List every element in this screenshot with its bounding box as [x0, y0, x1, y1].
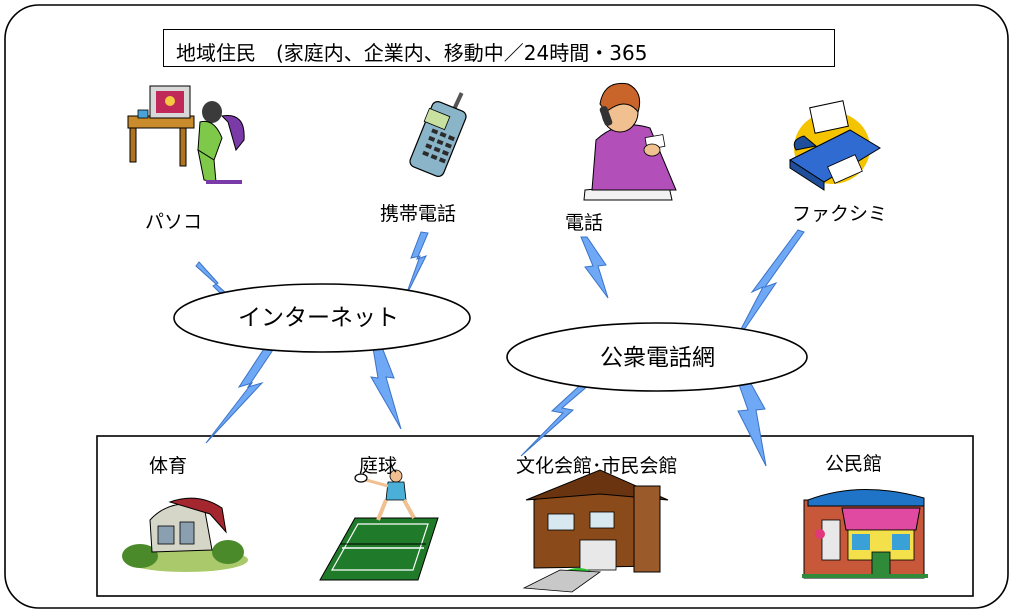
community-center-label: 公民館 — [825, 453, 883, 475]
residents-header-text: 地域住民 (家庭内、企業内、移動中／24時間・365 — [176, 41, 648, 65]
residents-header-box: 地域住民 (家庭内、企業内、移動中／24時間・365 — [163, 29, 835, 67]
connection-bolts — [195, 229, 805, 467]
culture-hall-icon — [522, 469, 669, 593]
computer-user-icon — [127, 85, 245, 184]
culture-hall-label: 文化会館･市民会館 — [516, 455, 678, 477]
bolt-phone-network — [580, 236, 609, 299]
woman-on-phone-icon — [583, 82, 677, 201]
bolt-fax-network — [728, 229, 805, 353]
gymnasium-icon — [122, 497, 248, 572]
gym-label: 体育 — [149, 455, 188, 477]
phone-label: 電話 — [565, 212, 604, 234]
fax-machine-icon — [788, 100, 881, 191]
mobile-phone-icon — [409, 92, 467, 177]
community-center-icon — [802, 488, 928, 579]
outer-frame — [4, 4, 1009, 609]
public-phone-network-cloud — [506, 322, 808, 392]
internet-cloud — [173, 283, 471, 353]
internet-label: インターネット — [238, 305, 399, 331]
mobile-phone-label: 携帯電話 — [380, 203, 457, 225]
tennis-label: 庭球 — [359, 455, 398, 477]
pc-label: パソコ — [145, 211, 203, 233]
tennis-court-icon — [319, 469, 439, 581]
public-phone-network-label: 公衆電話網 — [600, 345, 715, 371]
bolt-mobile-internet — [404, 231, 429, 299]
fax-label: ファクシミ — [792, 203, 888, 225]
facilities-box — [96, 435, 974, 597]
